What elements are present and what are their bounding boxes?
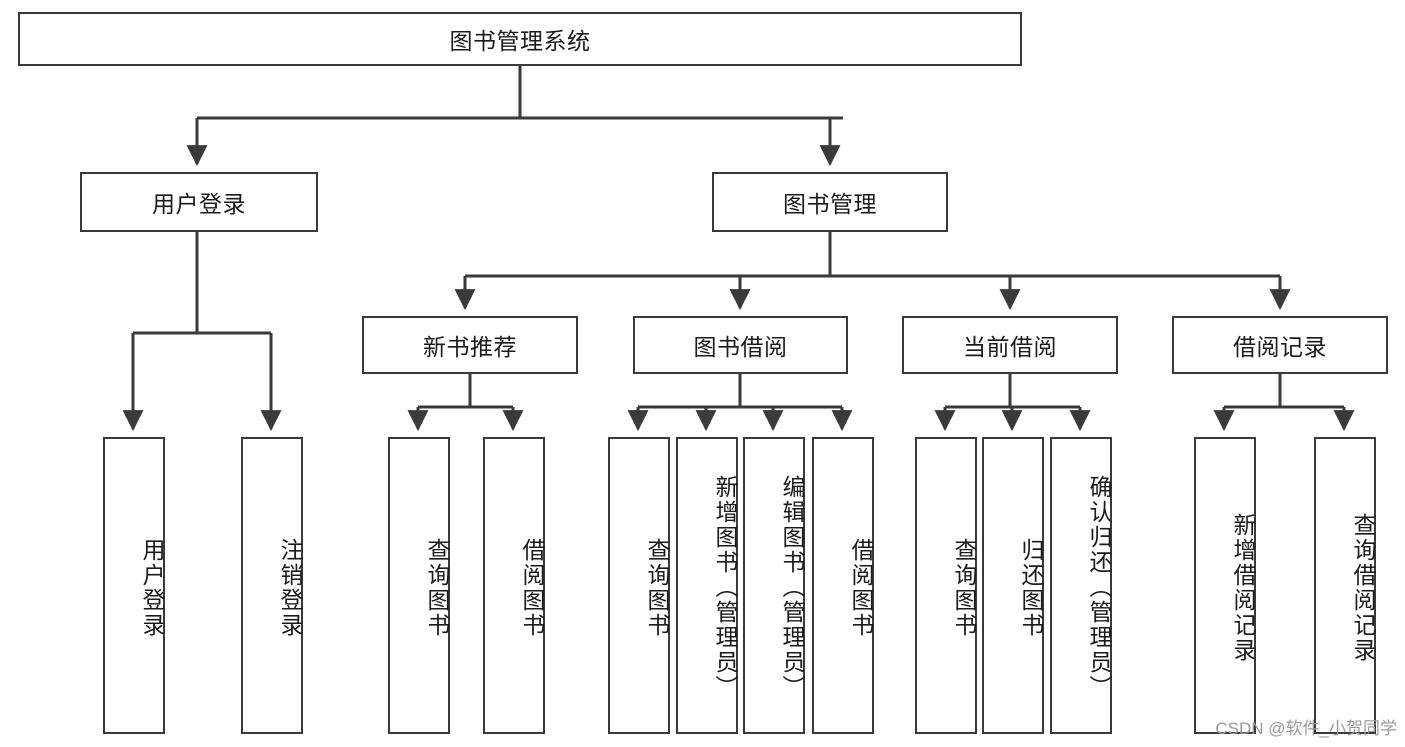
node-new-book-recommend-label: 新书推荐 <box>423 334 517 360</box>
node-book-manage-label: 图书管理 <box>783 191 877 217</box>
leaf-logout[interactable]: 注销登录 <box>241 437 303 734</box>
leaf-query-book-borrow[interactable]: 查询图书 <box>608 437 670 734</box>
node-book-borrow[interactable]: 图书借阅 <box>633 316 848 374</box>
node-borrow-record-label: 借阅记录 <box>1233 334 1327 360</box>
leaf-logout-label: 注销登录 <box>277 537 303 638</box>
leaf-query-borrow-record-label: 查询借阅记录 <box>1350 512 1376 663</box>
leaf-add-book[interactable]: 新增图书（管理员） <box>676 437 738 734</box>
leaf-confirm-return[interactable]: 确认归还（管理员） <box>1050 437 1112 734</box>
node-borrow-record[interactable]: 借阅记录 <box>1172 316 1388 374</box>
leaf-add-borrow-record[interactable]: 新增借阅记录 <box>1194 437 1256 734</box>
node-current-borrow-label: 当前借阅 <box>963 334 1057 360</box>
node-root-label: 图书管理系统 <box>449 28 591 54</box>
leaf-return-book[interactable]: 归还图书 <box>982 437 1044 734</box>
leaf-borrow-book-label: 借阅图书 <box>848 537 874 638</box>
leaf-borrow-book-recommend-label: 借阅图书 <box>519 537 545 638</box>
node-new-book-recommend[interactable]: 新书推荐 <box>362 316 578 374</box>
leaf-add-borrow-record-label: 新增借阅记录 <box>1230 512 1256 663</box>
leaf-query-borrow-record[interactable]: 查询借阅记录 <box>1314 437 1376 734</box>
node-root[interactable]: 图书管理系统 <box>18 12 1022 66</box>
node-book-borrow-label: 图书借阅 <box>693 334 788 360</box>
leaf-user-login[interactable]: 用户登录 <box>103 437 165 734</box>
leaf-add-book-label: 新增图书（管理员） <box>712 475 738 700</box>
leaf-borrow-book[interactable]: 借阅图书 <box>812 437 874 734</box>
leaf-edit-book-label: 编辑图书（管理员） <box>779 475 805 700</box>
node-book-manage[interactable]: 图书管理 <box>712 172 948 232</box>
leaf-query-book-current-label: 查询图书 <box>951 537 977 638</box>
leaf-query-book-recommend-label: 查询图书 <box>424 537 450 638</box>
node-user-login[interactable]: 用户登录 <box>80 172 318 232</box>
node-current-borrow[interactable]: 当前借阅 <box>902 316 1118 374</box>
leaf-query-book-recommend[interactable]: 查询图书 <box>388 437 450 734</box>
node-user-login-label: 用户登录 <box>152 191 246 217</box>
leaf-user-login-label: 用户登录 <box>139 537 165 638</box>
leaf-query-book-current[interactable]: 查询图书 <box>915 437 977 734</box>
leaf-confirm-return-label: 确认归还（管理员） <box>1086 475 1112 700</box>
leaf-borrow-book-recommend[interactable]: 借阅图书 <box>483 437 545 734</box>
leaf-return-book-label: 归还图书 <box>1018 537 1044 638</box>
leaf-edit-book[interactable]: 编辑图书（管理员） <box>743 437 805 734</box>
leaf-query-book-borrow-label: 查询图书 <box>644 537 670 638</box>
